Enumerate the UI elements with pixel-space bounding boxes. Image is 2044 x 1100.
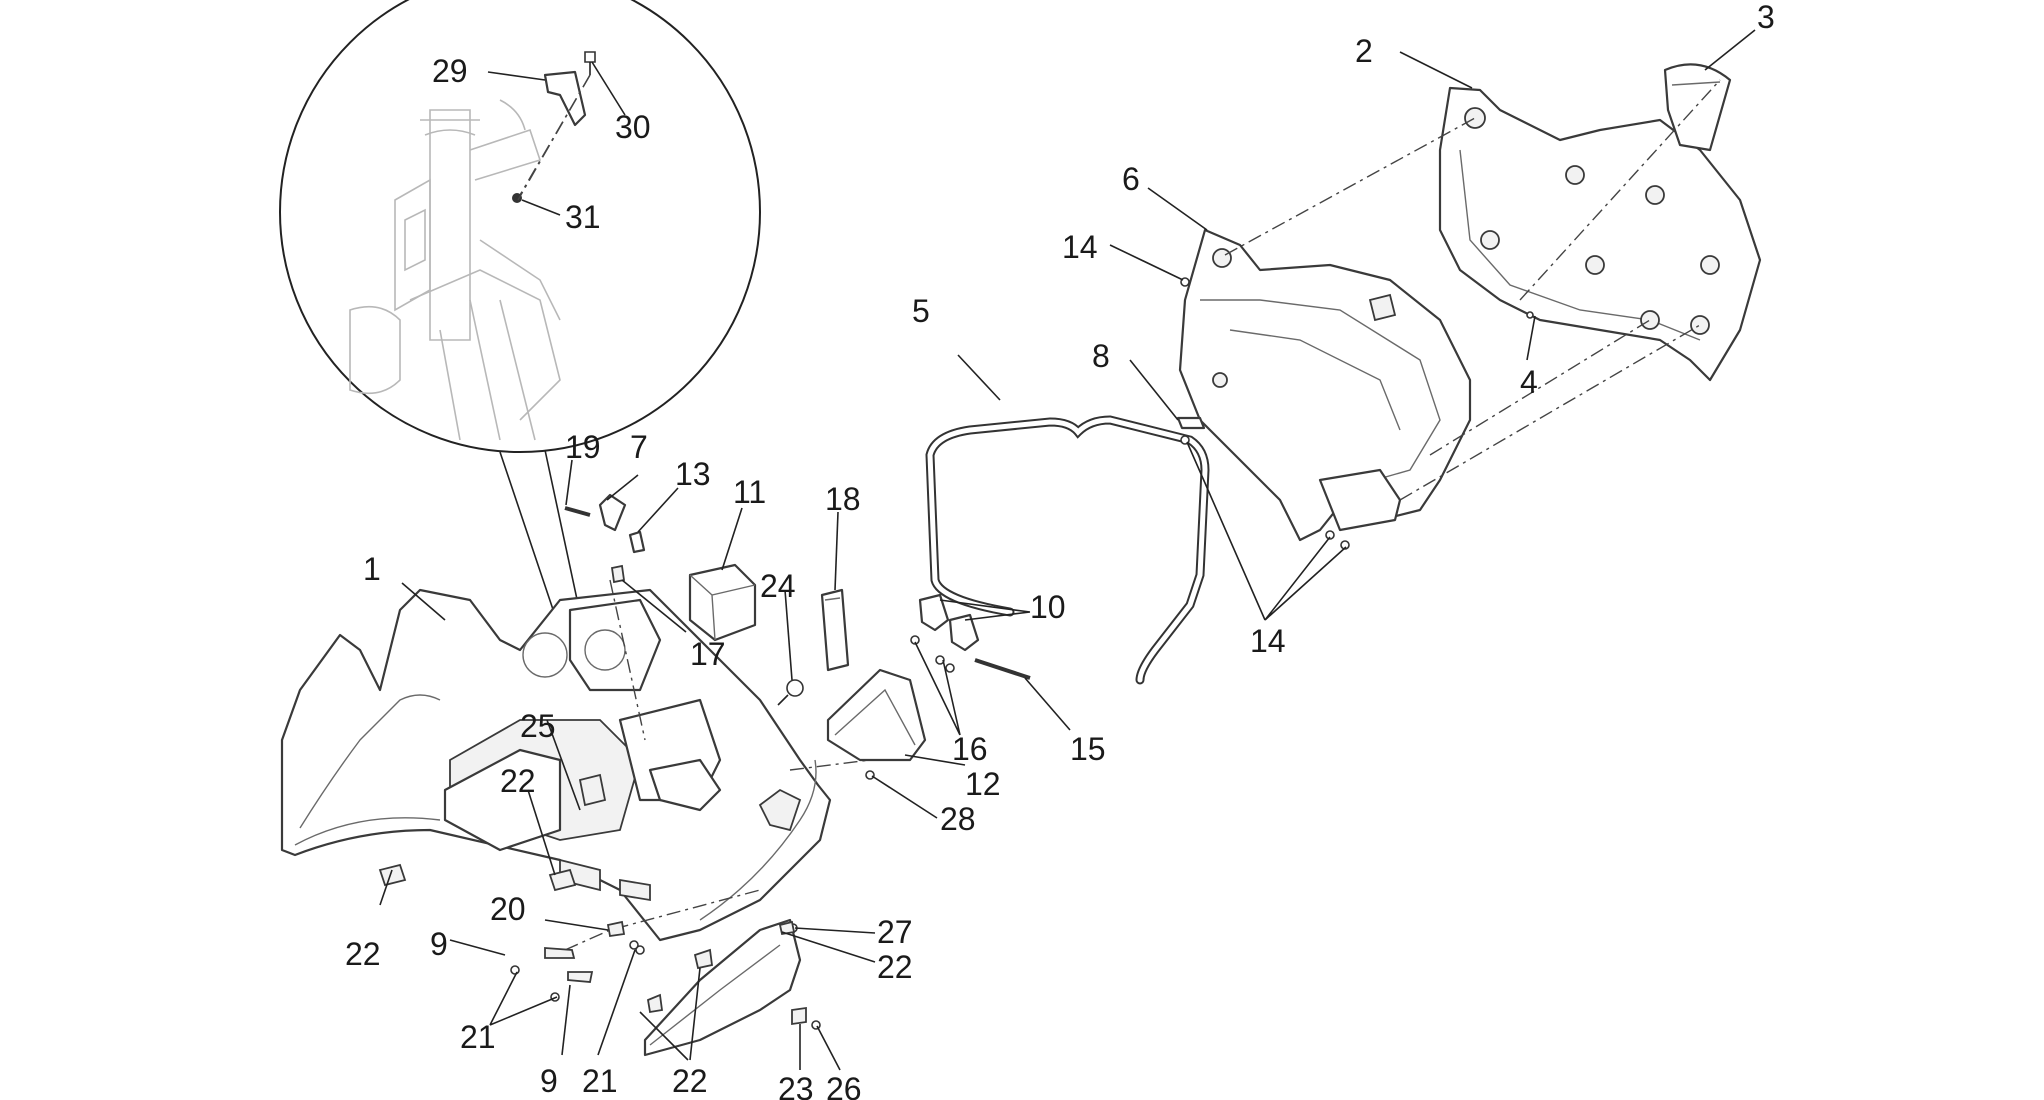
label-12: 12 — [965, 766, 1001, 802]
label-14-bottom: 14 — [1250, 623, 1286, 659]
label-31: 31 — [565, 199, 601, 235]
label-22-left: 22 — [345, 936, 381, 972]
label-14-top: 14 — [1062, 229, 1098, 265]
label-21-left: 21 — [460, 1019, 496, 1055]
label-8: 8 — [1092, 338, 1110, 374]
label-22-mid: 22 — [500, 763, 536, 799]
label-19: 19 — [565, 429, 601, 465]
label-16: 16 — [952, 731, 988, 767]
label-9-bottom: 9 — [540, 1063, 558, 1099]
rivet-24 — [777, 679, 804, 706]
label-27: 27 — [877, 914, 913, 950]
label-15: 15 — [1070, 731, 1106, 767]
bracket-29 — [543, 70, 587, 127]
lower-trim — [643, 918, 802, 1057]
label-1: 1 — [363, 551, 381, 587]
label-28: 28 — [940, 801, 976, 837]
label-26: 26 — [826, 1071, 862, 1100]
label-17: 17 — [690, 636, 726, 672]
label-7: 7 — [630, 429, 648, 465]
strip-18 — [820, 588, 850, 672]
box-11 — [688, 563, 757, 642]
rod-15 — [974, 658, 1031, 680]
front-cover-2 — [1438, 86, 1762, 382]
label-22-right: 22 — [877, 949, 913, 985]
label-29: 29 — [432, 53, 468, 89]
label-21-bottom: 21 — [582, 1063, 618, 1099]
label-9-top: 9 — [430, 926, 448, 962]
label-3: 3 — [1757, 0, 1775, 35]
label-22-bottom: 22 — [672, 1063, 708, 1099]
tray-12 — [826, 668, 927, 762]
label-2: 2 — [1355, 33, 1373, 69]
label-10: 10 — [1030, 589, 1066, 625]
leader-lines — [379, 29, 1756, 1071]
label-23: 23 — [778, 1071, 814, 1100]
label-30: 30 — [615, 109, 651, 145]
label-24: 24 — [760, 568, 796, 604]
fasteners — [510, 277, 1534, 1030]
part-labels: 29 30 31 2 3 6 14 4 5 8 14 19 7 13 11 18… — [345, 0, 1775, 1100]
assembly-lines — [517, 74, 1721, 951]
glovebox-housing-6 — [1178, 228, 1472, 542]
label-11: 11 — [733, 474, 766, 510]
label-5: 5 — [912, 293, 930, 329]
seal-5 — [925, 415, 1210, 685]
detail-inset — [279, 0, 761, 661]
small-parts-top — [564, 493, 646, 584]
label-6: 6 — [1122, 161, 1140, 197]
label-4: 4 — [1520, 364, 1538, 400]
label-25: 25 — [520, 708, 556, 744]
hinges-10 — [918, 593, 980, 652]
cap-3 — [1663, 63, 1732, 152]
label-18: 18 — [825, 481, 861, 517]
inner-panel-1 — [280, 588, 832, 942]
label-20: 20 — [490, 891, 526, 927]
clip-8 — [1176, 416, 1206, 430]
label-13: 13 — [675, 456, 711, 492]
